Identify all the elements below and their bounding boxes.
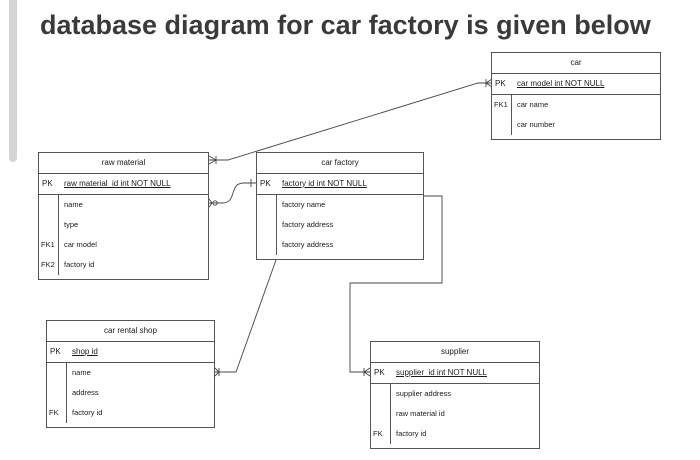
attribute-field: factory address xyxy=(282,240,334,249)
entity-raw-material[interactable]: raw material PK raw material_id int NOT … xyxy=(38,152,209,280)
key-label xyxy=(371,404,390,424)
entity-name: car rental shop xyxy=(47,321,214,342)
crow-foot-marker xyxy=(208,155,217,161)
key-label: FK1 xyxy=(41,240,55,249)
relation-raw-material-car-factory xyxy=(209,182,257,204)
primary-key-row: PK shop id xyxy=(47,342,214,363)
attribute-rows: FK supplier address raw material id fact… xyxy=(371,384,539,448)
attribute-field: factory address xyxy=(282,220,334,229)
primary-key-row: PK car model int NOT NULL xyxy=(492,74,660,95)
attribute-field: address xyxy=(72,388,99,397)
attribute-field: factory name xyxy=(282,200,326,209)
key-label xyxy=(47,383,66,403)
key-label: FK xyxy=(373,429,383,438)
attribute-rows: FK1 car name car number xyxy=(492,95,660,139)
key-label: PK xyxy=(50,347,61,356)
key-label: FK xyxy=(49,408,59,417)
primary-key-field: car model int NOT NULL xyxy=(517,79,605,88)
crow-foot-marker xyxy=(208,198,213,204)
key-label xyxy=(257,195,276,215)
primary-key-row: PK raw material_id int NOT NULL xyxy=(39,174,208,195)
attribute-field: factory id xyxy=(64,260,95,269)
entity-car-factory[interactable]: car factory PK factory id int NOT NULL f… xyxy=(256,152,424,260)
attribute-field: factory id xyxy=(72,408,103,417)
key-label xyxy=(47,363,66,383)
attribute-field: car model xyxy=(64,240,97,249)
primary-key-row: PK factory id int NOT NULL xyxy=(257,174,423,195)
attribute-rows: FK1 FK2 name type car model factory id xyxy=(39,195,208,279)
primary-key-field: factory id int NOT NULL xyxy=(282,179,367,188)
key-label: FK1 xyxy=(494,100,508,109)
page-title: database diagram for car factory is give… xyxy=(40,10,651,40)
key-label: PK xyxy=(495,79,506,88)
attribute-field: raw material id xyxy=(396,409,445,418)
attribute-rows: factory name factory address factory add… xyxy=(257,195,423,259)
entity-car[interactable]: car PK car model int NOT NULL FK1 car na… xyxy=(491,52,661,140)
crow-foot-marker xyxy=(214,367,220,373)
entity-name: car xyxy=(492,53,660,74)
relation-raw-material-car xyxy=(209,82,492,161)
scroll-indicator[interactable] xyxy=(9,0,17,162)
attribute-field: supplier address xyxy=(396,389,452,398)
key-label xyxy=(492,115,511,135)
crow-foot-marker xyxy=(208,159,217,165)
key-label: PK xyxy=(260,179,271,188)
key-label xyxy=(39,215,58,235)
entity-car-rental-shop[interactable]: car rental shop PK shop id FK name addre… xyxy=(46,320,215,428)
crow-foot-marker xyxy=(363,367,371,373)
key-label xyxy=(371,384,390,404)
key-label xyxy=(39,195,58,215)
entity-name: raw material xyxy=(39,153,208,174)
attribute-field: car name xyxy=(517,100,549,109)
crow-foot-marker xyxy=(363,371,371,377)
crow-foot-marker xyxy=(208,202,213,208)
primary-key-row: PK supplier_id int NOT NULL xyxy=(371,363,539,384)
entity-supplier[interactable]: supplier PK supplier_id int NOT NULL FK … xyxy=(370,341,540,449)
key-label xyxy=(257,215,276,235)
primary-key-field: raw material_id int NOT NULL xyxy=(64,179,171,188)
primary-key-field: supplier_id int NOT NULL xyxy=(396,368,488,377)
attribute-field: type xyxy=(64,220,79,229)
attribute-rows: FK name address factory id xyxy=(47,363,214,427)
entity-name: supplier xyxy=(371,342,539,363)
key-label: PK xyxy=(374,368,385,377)
attribute-field: name xyxy=(72,368,91,377)
crow-foot-marker xyxy=(212,200,218,206)
attribute-field: car number xyxy=(517,120,555,129)
key-label xyxy=(257,235,276,255)
primary-key-field: shop id xyxy=(72,347,98,356)
crow-foot-marker xyxy=(214,371,220,377)
attribute-field: factory id xyxy=(396,429,427,438)
key-label: FK2 xyxy=(41,260,55,269)
relation-car-factory-rental-shop xyxy=(215,259,277,373)
attribute-field: name xyxy=(64,200,83,209)
relation-car-factory-supplier xyxy=(349,195,443,373)
entity-name: car factory xyxy=(257,153,423,174)
key-label: PK xyxy=(42,179,53,188)
